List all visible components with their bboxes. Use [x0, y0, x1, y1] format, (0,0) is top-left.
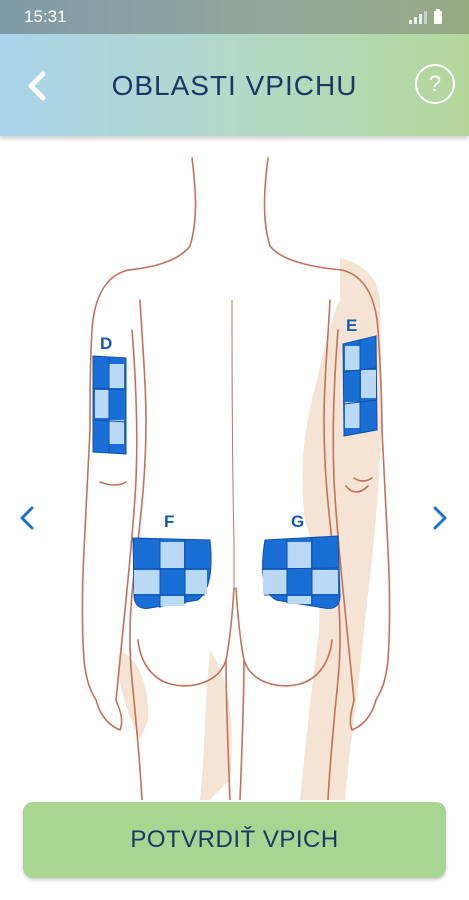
body-outline — [81, 157, 391, 800]
zone-label-d: D — [100, 334, 113, 353]
page-title: OBLASTI VPICHU — [111, 70, 358, 101]
zone-label-f: F — [164, 512, 175, 531]
body-shading — [118, 258, 382, 800]
zone-label-e: E — [346, 316, 358, 335]
zone-d[interactable] — [92, 355, 127, 455]
back-button[interactable] — [18, 66, 58, 106]
chevron-right-icon — [433, 506, 447, 530]
help-button[interactable]: ? — [415, 64, 455, 104]
zone-label-g: G — [291, 512, 305, 531]
status-icons — [409, 9, 442, 24]
status-bar: 15:31 — [0, 0, 469, 34]
app-header: OBLASTI VPICHU ? — [0, 34, 469, 136]
zone-g[interactable] — [261, 535, 341, 609]
confirm-injection-button[interactable]: POTVRDIŤ VPICH — [23, 802, 446, 878]
body-back-illustration — [81, 157, 391, 800]
signal-icon — [409, 11, 427, 24]
zone-f[interactable] — [132, 537, 212, 609]
status-time: 15:31 — [24, 7, 67, 26]
help-icon: ? — [428, 71, 442, 96]
zone-e[interactable] — [342, 335, 378, 437]
next-view-button[interactable] — [425, 500, 455, 536]
chevron-left-icon — [20, 506, 34, 530]
previous-view-button[interactable] — [12, 500, 42, 536]
chevron-left-icon — [28, 71, 46, 101]
confirm-injection-label: POTVRDIŤ VPICH — [130, 826, 339, 853]
battery-icon — [434, 9, 442, 24]
